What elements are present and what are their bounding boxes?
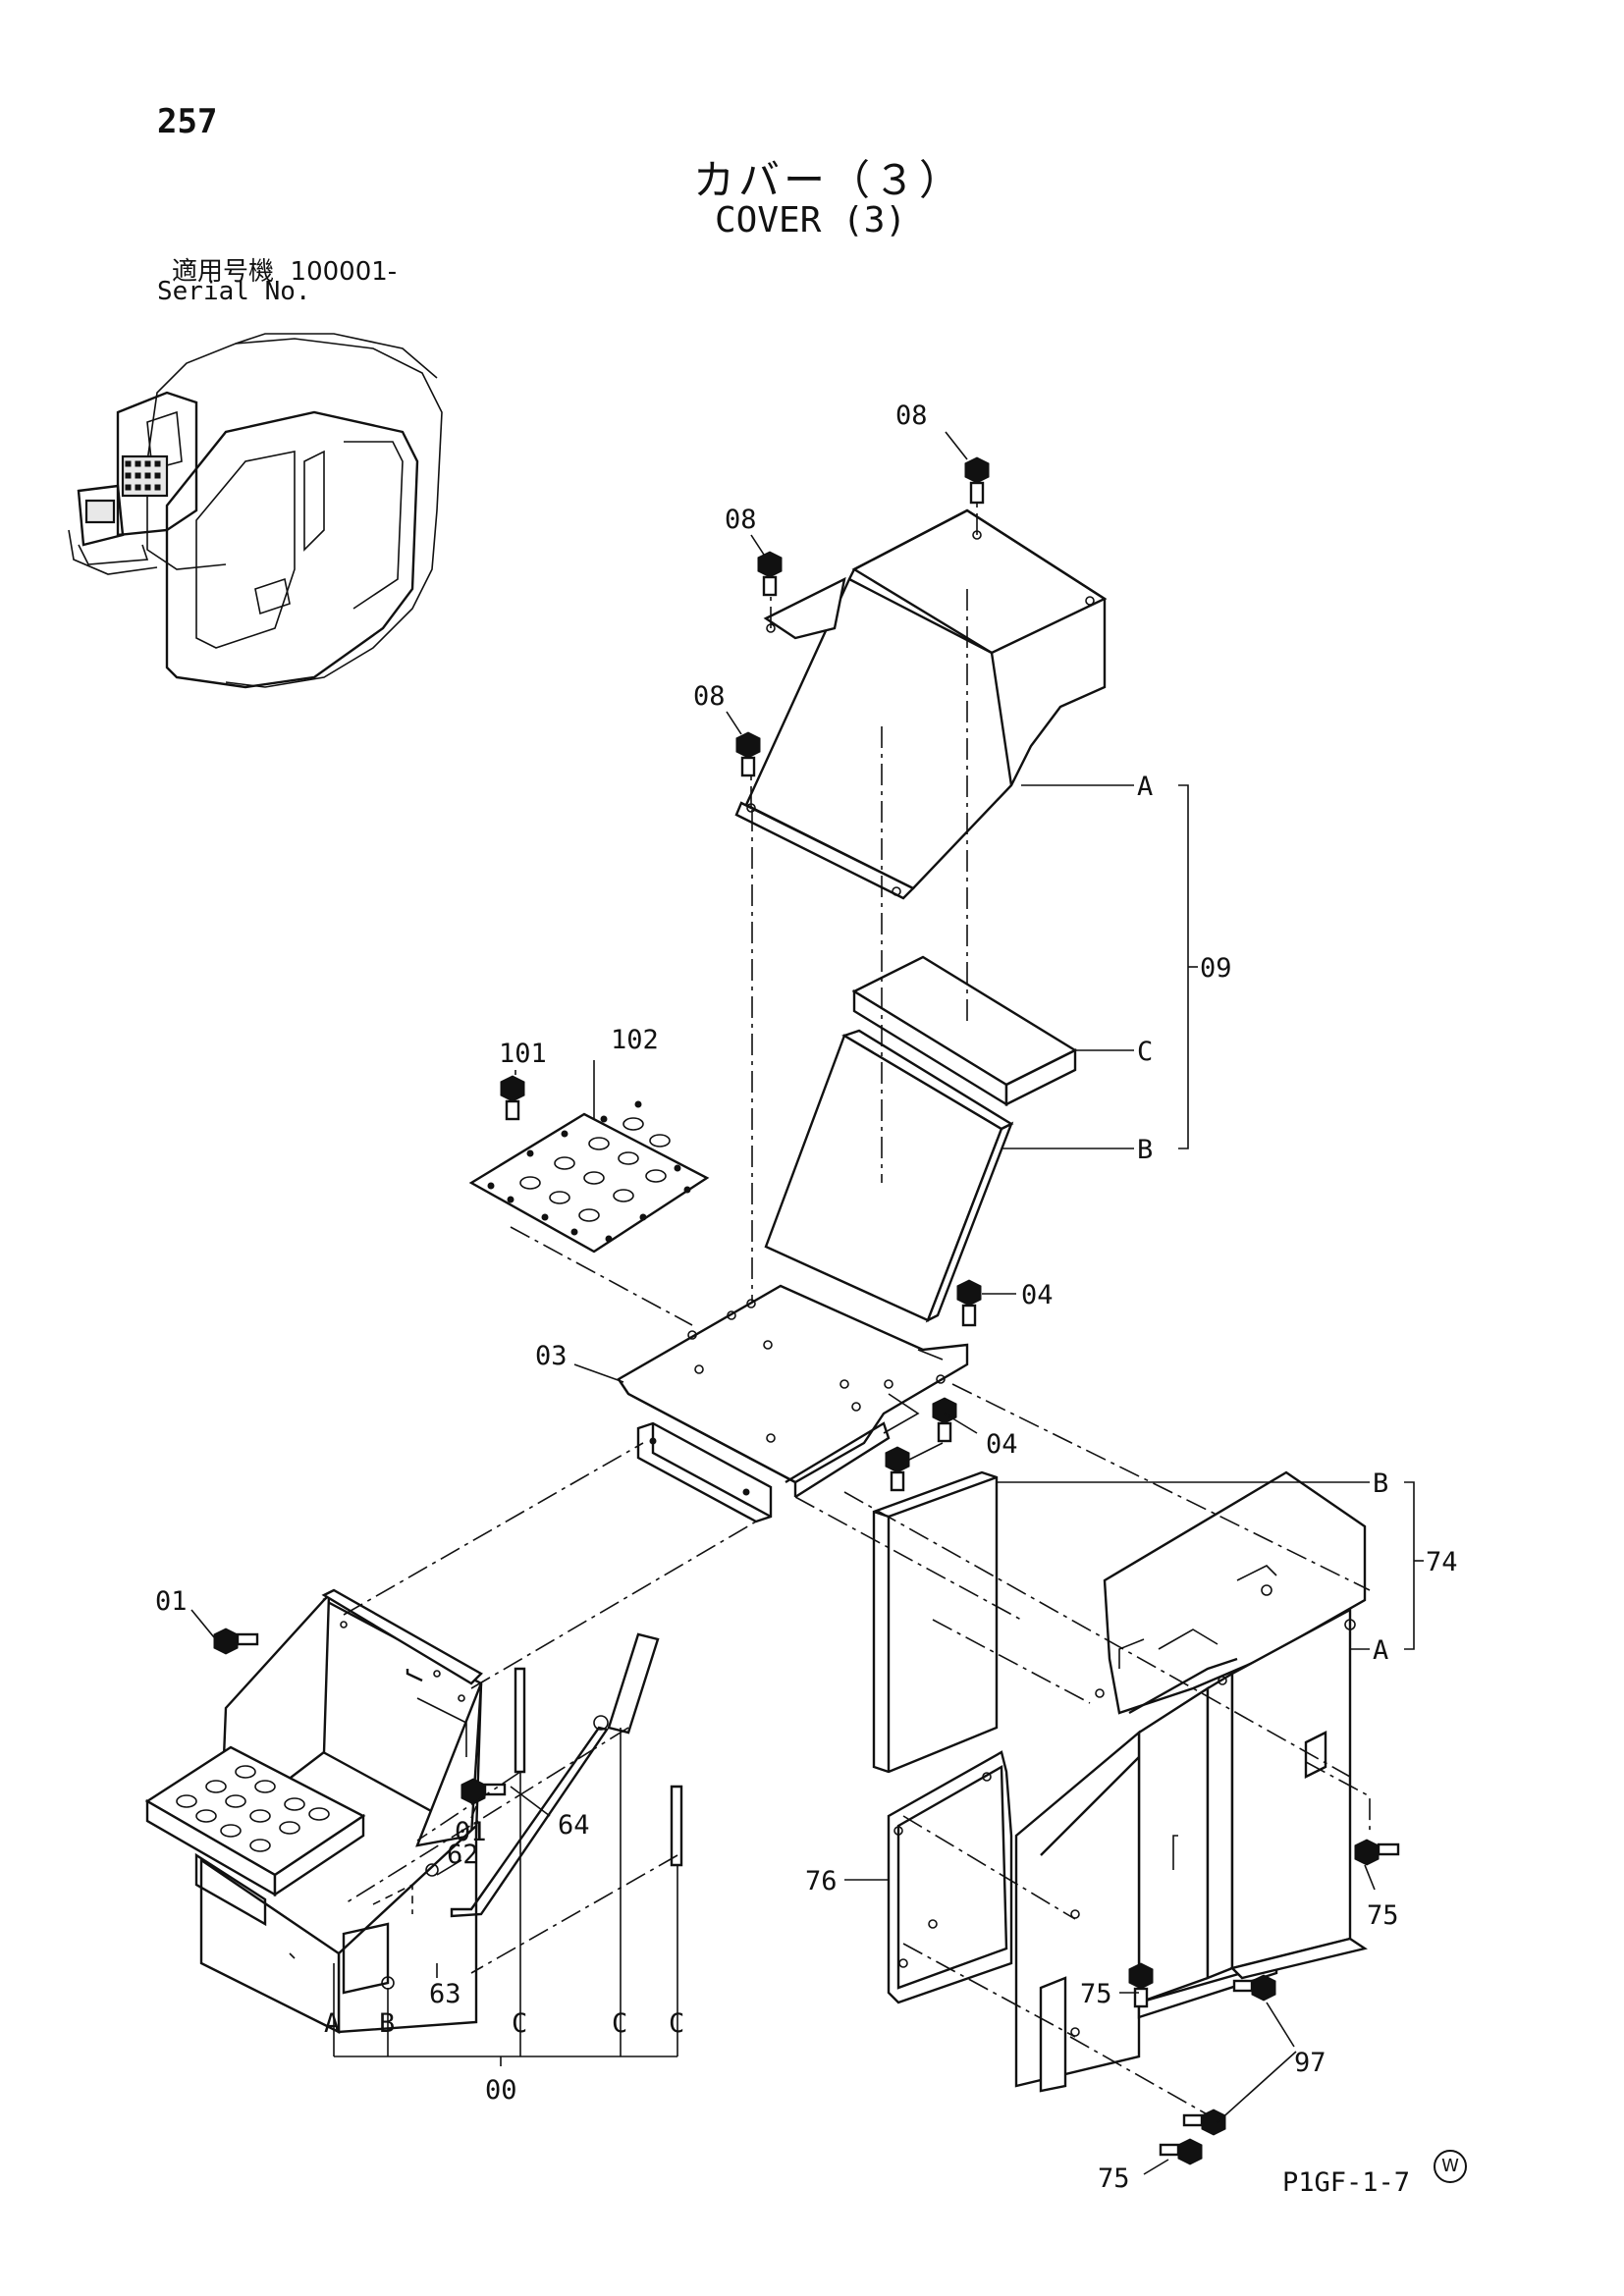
- panel-76: [887, 1750, 1013, 2004]
- serial-label-japanese: 適用号機 100001-: [172, 251, 397, 288]
- bolt-101: [500, 1075, 525, 1121]
- floor-plate-03: [617, 1284, 969, 1499]
- callout-00: 00: [485, 2075, 517, 2106]
- callout-B-pad: B: [1137, 1135, 1153, 1165]
- callout-A-housing: A: [1373, 1635, 1388, 1666]
- left-step-box-00: [144, 1588, 483, 2034]
- bottom-label-C-3: C: [669, 2008, 684, 2039]
- callout-63: 63: [429, 1979, 461, 2009]
- callout-75-middle: 75: [1080, 1979, 1112, 2009]
- figure-reference-code: P1GF-1-7: [1282, 2167, 1411, 2198]
- callout-76: 76: [805, 1866, 838, 1896]
- bolt-01-lower: [460, 1778, 507, 1805]
- callout-03: 03: [535, 1341, 568, 1371]
- serial-label-english: Serial No.: [157, 277, 311, 306]
- callout-74: 74: [1426, 1547, 1458, 1577]
- callout-75-bottom: 75: [1098, 2163, 1130, 2194]
- stay-c-2: [607, 1632, 660, 1735]
- circled-w-mark: W: [1434, 2150, 1467, 2183]
- bottom-label-B: B: [379, 2008, 395, 2039]
- bolt-75-bottom: [1159, 2138, 1203, 2165]
- page-title-english: COVER (3): [715, 200, 907, 240]
- callout-102: 102: [611, 1025, 659, 1055]
- page-number: 257: [157, 102, 218, 141]
- page-title-japanese: カバー（３）: [693, 156, 965, 204]
- bottom-label-C-1: C: [512, 2008, 527, 2039]
- callout-08-left: 08: [725, 505, 757, 535]
- mounting-rail: [636, 1421, 773, 1523]
- callout-08-top: 08: [895, 400, 928, 431]
- callout-01-lower: 01: [455, 1817, 487, 1847]
- insulation-pad-b: [764, 1029, 1014, 1323]
- stay-c-1: [514, 1667, 526, 1774]
- callout-04-lower: 04: [986, 1429, 1018, 1460]
- serial-value: 100001-: [290, 257, 398, 287]
- callout-C-pad: C: [1137, 1037, 1153, 1067]
- callout-97: 97: [1294, 2048, 1326, 2078]
- bottom-label-C-2: C: [612, 2008, 627, 2039]
- bolt-04-lower-2: [885, 1446, 910, 1492]
- serial-label-jp-text: 適用号機: [172, 257, 275, 287]
- callout-08-lower: 08: [693, 681, 726, 712]
- bottom-label-A: A: [324, 2008, 340, 2039]
- bolt-08-lower: [735, 731, 761, 777]
- upper-console-cover: [734, 508, 1108, 900]
- callout-04-upper: 04: [1021, 1280, 1054, 1310]
- callout-B-housing: B: [1373, 1468, 1388, 1499]
- bolt-08-top: [964, 456, 990, 505]
- callout-labels: 08 08 08 A 09 C B 101 102 04 03 04 B 74 …: [155, 400, 1458, 2194]
- stay-c-3: [670, 1785, 683, 1867]
- bolt-75-right: [1354, 1839, 1400, 1866]
- callout-101: 101: [499, 1039, 547, 1069]
- insulation-panel-b2: [872, 1470, 999, 1774]
- bolt-97-lower: [1182, 2109, 1226, 2136]
- bolt-04-upper: [956, 1279, 982, 1327]
- callout-62: 62: [447, 1840, 479, 1870]
- insulation-pad-c: [851, 955, 1078, 1107]
- callout-01-upper: 01: [155, 1586, 188, 1617]
- bolt-97-upper: [1232, 1974, 1276, 2002]
- right-housing-74: [1014, 1470, 1368, 2093]
- callout-75-right: 75: [1367, 1900, 1399, 1931]
- rod-64: [450, 1715, 609, 1918]
- leader-lines: [190, 431, 1424, 2175]
- perforated-mat-102: [468, 1100, 710, 1254]
- callout-A-cover: A: [1137, 772, 1153, 802]
- machine-location-key-map: [68, 333, 443, 689]
- callout-64: 64: [558, 1810, 590, 1841]
- bolt-08-left: [757, 551, 783, 597]
- bolt-01-upper: [213, 1628, 259, 1655]
- callout-09: 09: [1200, 953, 1232, 984]
